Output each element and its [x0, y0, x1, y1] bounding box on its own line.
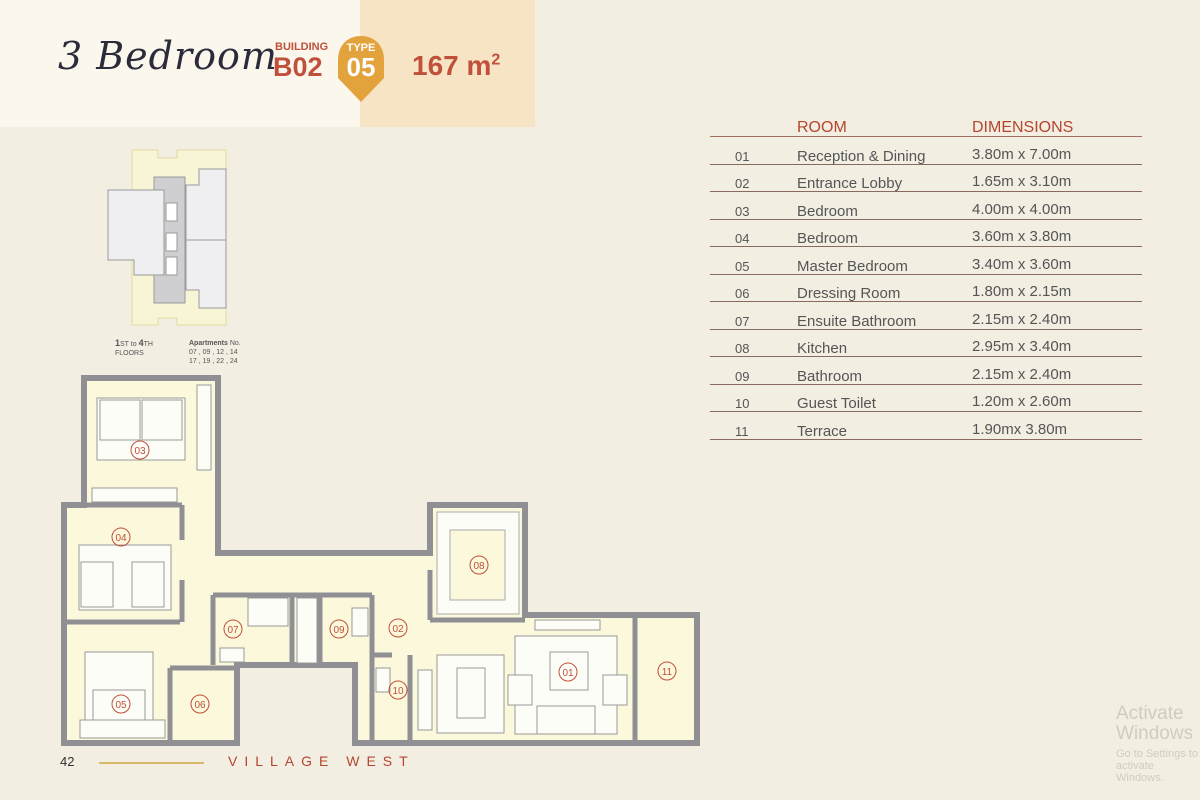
table-row: 02 Entrance Lobby 1.65m x 3.10m	[710, 165, 1142, 192]
plan-label-01: 01	[562, 668, 574, 679]
type-pin-icon	[338, 36, 384, 102]
table-row: 03 Bedroom 4.00m x 4.00m	[710, 192, 1142, 220]
plan-label-10: 10	[392, 686, 404, 697]
room-name: Bedroom	[797, 202, 858, 220]
activation-watermark-subtitle: Go to Settings to activate Windows.	[1116, 748, 1198, 784]
room-dimensions: 2.95m x 3.40m	[972, 338, 1072, 355]
room-name: Kitchen	[797, 340, 848, 357]
plan-label-04: 04	[115, 533, 127, 544]
room-dimensions-table: ROOM DIMENSIONS 01 Reception & Dining 3.80…	[710, 116, 1142, 440]
room-dimensions: 3.40m x 3.60m	[972, 255, 1072, 273]
room-name: Guest Toilet	[797, 395, 876, 412]
plan-label-06: 06	[194, 700, 206, 711]
room-number: 03	[735, 203, 750, 219]
key-plan	[107, 149, 227, 326]
room-name: Terrace	[797, 422, 848, 440]
plan-label-09: 09	[333, 625, 345, 636]
room-number: 05	[735, 258, 750, 274]
plan-label-11: 11	[662, 667, 673, 678]
room-dimensions: 1.80m x 2.15m	[972, 283, 1072, 300]
room-name: Entrance Lobby	[797, 175, 903, 192]
room-number: 04	[735, 231, 750, 246]
footer-brand: VILLAGE WEST	[228, 753, 415, 769]
area-value: 167 m2	[412, 50, 501, 81]
building-value: B02	[273, 52, 323, 82]
room-dimensions: 1.65m x 3.10m	[972, 173, 1072, 190]
plan-label-07: 07	[227, 625, 239, 636]
table-header: ROOM DIMENSIONS	[710, 116, 1142, 137]
room-dimensions: 2.15m x 2.40m	[972, 310, 1072, 328]
page-title: 3 Bedroom	[58, 34, 278, 78]
room-number: 01	[735, 148, 750, 164]
header-dimensions: DIMENSIONS	[972, 119, 1074, 136]
table-row: 05 Master Bedroom 3.40m x 3.60m	[710, 247, 1142, 275]
plan-label-08: 08	[473, 561, 485, 572]
room-dimensions: 1.90mx 3.80m	[972, 420, 1068, 438]
table-row: 04 Bedroom 3.60m x 3.80m	[710, 220, 1142, 247]
keyplan-floors: 1ST to 4TH FLOORS	[115, 338, 153, 358]
footer-divider	[99, 762, 204, 764]
room-name: Bedroom	[797, 230, 858, 247]
table-row: 01 Reception & Dining 3.80m x 7.00m	[710, 137, 1142, 165]
table-row: 09 Bathroom 2.15m x 2.40m	[710, 357, 1142, 385]
building-label: BUILDING	[275, 41, 329, 53]
plan-label-03: 03	[134, 446, 146, 457]
room-dimensions: 1.20m x 2.60m	[972, 393, 1072, 410]
room-number: 10	[735, 396, 750, 411]
room-name: Dressing Room	[797, 285, 901, 302]
header-area-panel	[360, 0, 535, 127]
room-number: 06	[735, 286, 750, 301]
room-number: 09	[735, 368, 750, 384]
plan-label-02: 02	[392, 624, 404, 635]
table-row: 08 Kitchen 2.95m x 3.40m	[710, 330, 1142, 357]
header-room: ROOM	[797, 119, 847, 136]
page-number: 42	[60, 754, 75, 769]
room-number: 02	[735, 176, 750, 191]
table-row: 07 Ensuite Bathroom 2.15m x 2.40m	[710, 302, 1142, 330]
room-dimensions: 2.15m x 2.40m	[972, 365, 1072, 383]
table-row: 10 Guest Toilet 1.20m x 2.60m	[710, 385, 1142, 412]
room-dimensions: 3.60m x 3.80m	[972, 228, 1072, 245]
activation-watermark-title: Activate Windows	[1116, 703, 1194, 744]
room-name: Bathroom	[797, 367, 863, 385]
type-value: 05	[346, 52, 376, 82]
plan-label-05: 05	[115, 700, 127, 711]
table-row: 06 Dressing Room 1.80m x 2.15m	[710, 275, 1142, 302]
type-label: TYPE	[346, 42, 376, 54]
room-name: Master Bedroom	[797, 257, 908, 275]
header-panel	[0, 0, 360, 127]
room-number: 11	[735, 423, 749, 439]
room-number: 07	[735, 313, 750, 329]
table-row: 11 Terrace 1.90mx 3.80m	[710, 412, 1142, 440]
room-name: Ensuite Bathroom	[797, 312, 917, 330]
room-name: Reception & Dining	[797, 147, 926, 165]
keyplan-apartments: Apartments No. 07 , 09 , 12 , 14 17 , 19…	[189, 340, 241, 365]
room-number: 08	[735, 341, 750, 356]
room-dimensions: 4.00m x 4.00m	[972, 200, 1072, 218]
room-dimensions: 3.80m x 7.00m	[972, 145, 1072, 163]
